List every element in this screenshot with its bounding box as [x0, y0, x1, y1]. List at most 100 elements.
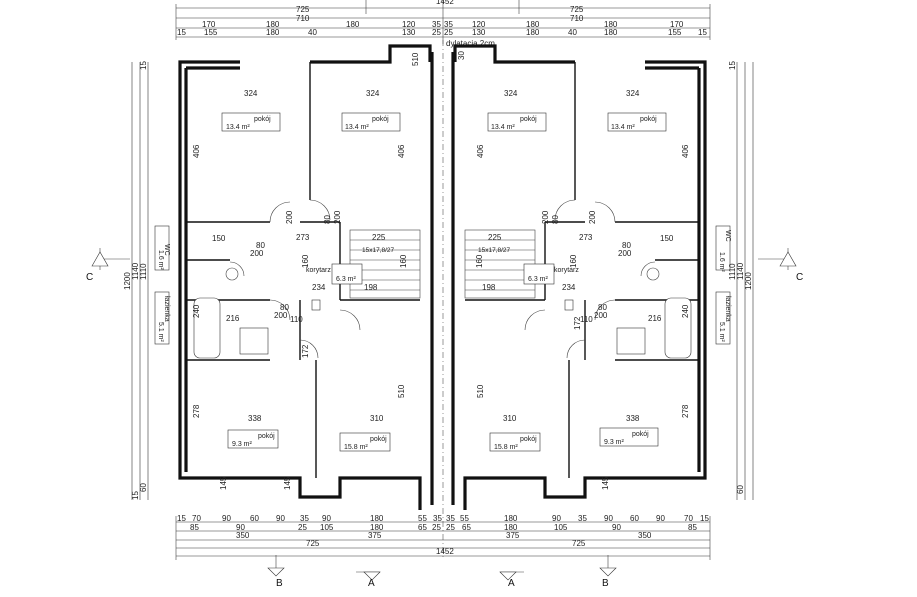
dim-misc: 172: [573, 316, 582, 330]
top-dimensions: 1452 725 725 710 710 170 180 180 120 35 …: [175, 0, 711, 48]
dim-left-v: 1200: [123, 272, 132, 290]
room-name: pokój: [520, 436, 537, 443]
dim-room: 324: [366, 89, 380, 98]
dim-inner-left: 710: [296, 14, 310, 23]
room-labels: pokój 13.4 m² pokój 13.4 m² pokój 13.4 m…: [154, 112, 731, 452]
room-area: 1.6 m²: [718, 252, 725, 273]
dim-misc: 80: [551, 215, 560, 224]
dim-room: 310: [503, 414, 517, 423]
room-name: korytarz: [306, 267, 331, 274]
dim-bottom1: 90: [656, 514, 665, 523]
dim-bottom1: 90: [604, 514, 613, 523]
dim-bottom1: 35: [300, 514, 309, 523]
dim-misc: 200: [588, 210, 597, 224]
dim-misc: 200: [594, 311, 608, 320]
dim-top2: 180: [526, 20, 540, 29]
dim-top3: 180: [266, 28, 280, 37]
dim-bottom2: 90: [236, 523, 245, 532]
dim-misc: 273: [296, 233, 310, 242]
dim-total-bottom: 1452: [436, 547, 454, 556]
dim-misc: 278: [192, 404, 201, 418]
dim-misc: 80: [622, 241, 631, 250]
dim-room: 324: [244, 89, 258, 98]
dim-top2: 120: [402, 20, 416, 29]
dim-bottom2: 180: [504, 523, 518, 532]
room-name: pokój: [640, 116, 657, 123]
room-dimensions: 324 324 324 324 338 310 310 338 406 406 …: [192, 51, 690, 490]
dim-bottom1: 35: [446, 514, 455, 523]
room-label: pokój 13.4 m²: [487, 112, 547, 132]
dim-height: 406: [397, 144, 406, 158]
dim-misc: 110: [580, 315, 593, 324]
dim-height: 406: [192, 144, 201, 158]
dim-misc: 200: [274, 311, 288, 320]
dim-misc: 200: [541, 210, 550, 224]
dim-top2: 180: [266, 20, 280, 29]
dim-bottom2: 180: [370, 523, 384, 532]
room-area: 6.3 m²: [336, 276, 357, 283]
dim-misc: 225: [372, 233, 386, 242]
stairs-label: 15x17,8/27: [478, 247, 511, 254]
fixtures: [193, 267, 692, 359]
room-name: pokój: [370, 436, 387, 443]
dim-bottom2: 105: [554, 523, 568, 532]
dim-misc: 198: [482, 283, 496, 292]
door-swings: [229, 199, 656, 359]
dim-height: 510: [397, 384, 406, 398]
dim-bottom2: 25: [432, 523, 441, 532]
dim-misc: 234: [562, 283, 576, 292]
room-area: 13.4 m²: [491, 124, 515, 131]
dim-misc: 240: [681, 304, 690, 318]
wc-left: [225, 267, 239, 281]
dim-top3: 40: [568, 28, 577, 37]
room-name: pokój: [520, 116, 537, 123]
dim-top3: 25: [432, 28, 441, 37]
room-name: WC: [724, 230, 731, 242]
dim-inner-right: 710: [570, 14, 584, 23]
dim-bottom1: 90: [322, 514, 331, 523]
room-area: 13.4 m²: [345, 124, 369, 131]
dim-bottom-half: 725: [572, 539, 586, 548]
room-area: 9.3 m²: [232, 441, 253, 448]
dim-top2: 180: [346, 20, 360, 29]
room-name: łazienka: [163, 296, 170, 322]
dim-misc: 200: [250, 249, 264, 258]
section-c-left: C: [86, 272, 93, 283]
dim-bottom1: 15: [177, 514, 186, 523]
dim-bottom1: 70: [192, 514, 201, 523]
dim-top2: 120: [472, 20, 486, 29]
dim-bottom1: 15: [700, 514, 709, 523]
exterior-walls: [178, 44, 707, 510]
room-area: 15.8 m²: [344, 444, 368, 451]
room-label: pokój 13.4 m²: [341, 112, 401, 132]
dim-half-left: 725: [296, 5, 310, 14]
room-label: korytarz 6.3 m²: [306, 263, 363, 285]
dim-misc: 172: [301, 344, 310, 358]
dim-height: 406: [476, 144, 485, 158]
room-area: 13.4 m²: [611, 124, 635, 131]
dim-misc: 160: [301, 254, 310, 268]
section-a-right: A: [508, 578, 515, 589]
section-b-right: B: [602, 578, 609, 589]
room-name: pokój: [254, 116, 271, 123]
dim-misc: 150: [212, 234, 226, 243]
dim-bottom3: 375: [506, 531, 520, 540]
dim-room: 324: [626, 89, 640, 98]
dim-room: 338: [626, 414, 640, 423]
room-name: pokój: [258, 433, 275, 440]
room-area: 13.4 m²: [226, 124, 250, 131]
dim-right-v: 1140: [736, 262, 745, 280]
room-name: WC: [163, 244, 170, 256]
dim-bottom1: 90: [222, 514, 231, 523]
dim-misc: 200: [618, 249, 632, 258]
dim-height: 510: [476, 384, 485, 398]
bathtub-left: [193, 297, 221, 359]
section-b-left: B: [276, 578, 283, 589]
shower-right: [616, 327, 646, 355]
dim-right-v: 1200: [744, 272, 753, 290]
chimney-left: [311, 299, 321, 311]
stairs-right: 15x17,8/27: [464, 229, 536, 299]
dim-bottom1: 35: [578, 514, 587, 523]
dim-top2: 35: [432, 20, 441, 29]
dylatacja-label: dylatacja 2cm: [446, 39, 495, 48]
